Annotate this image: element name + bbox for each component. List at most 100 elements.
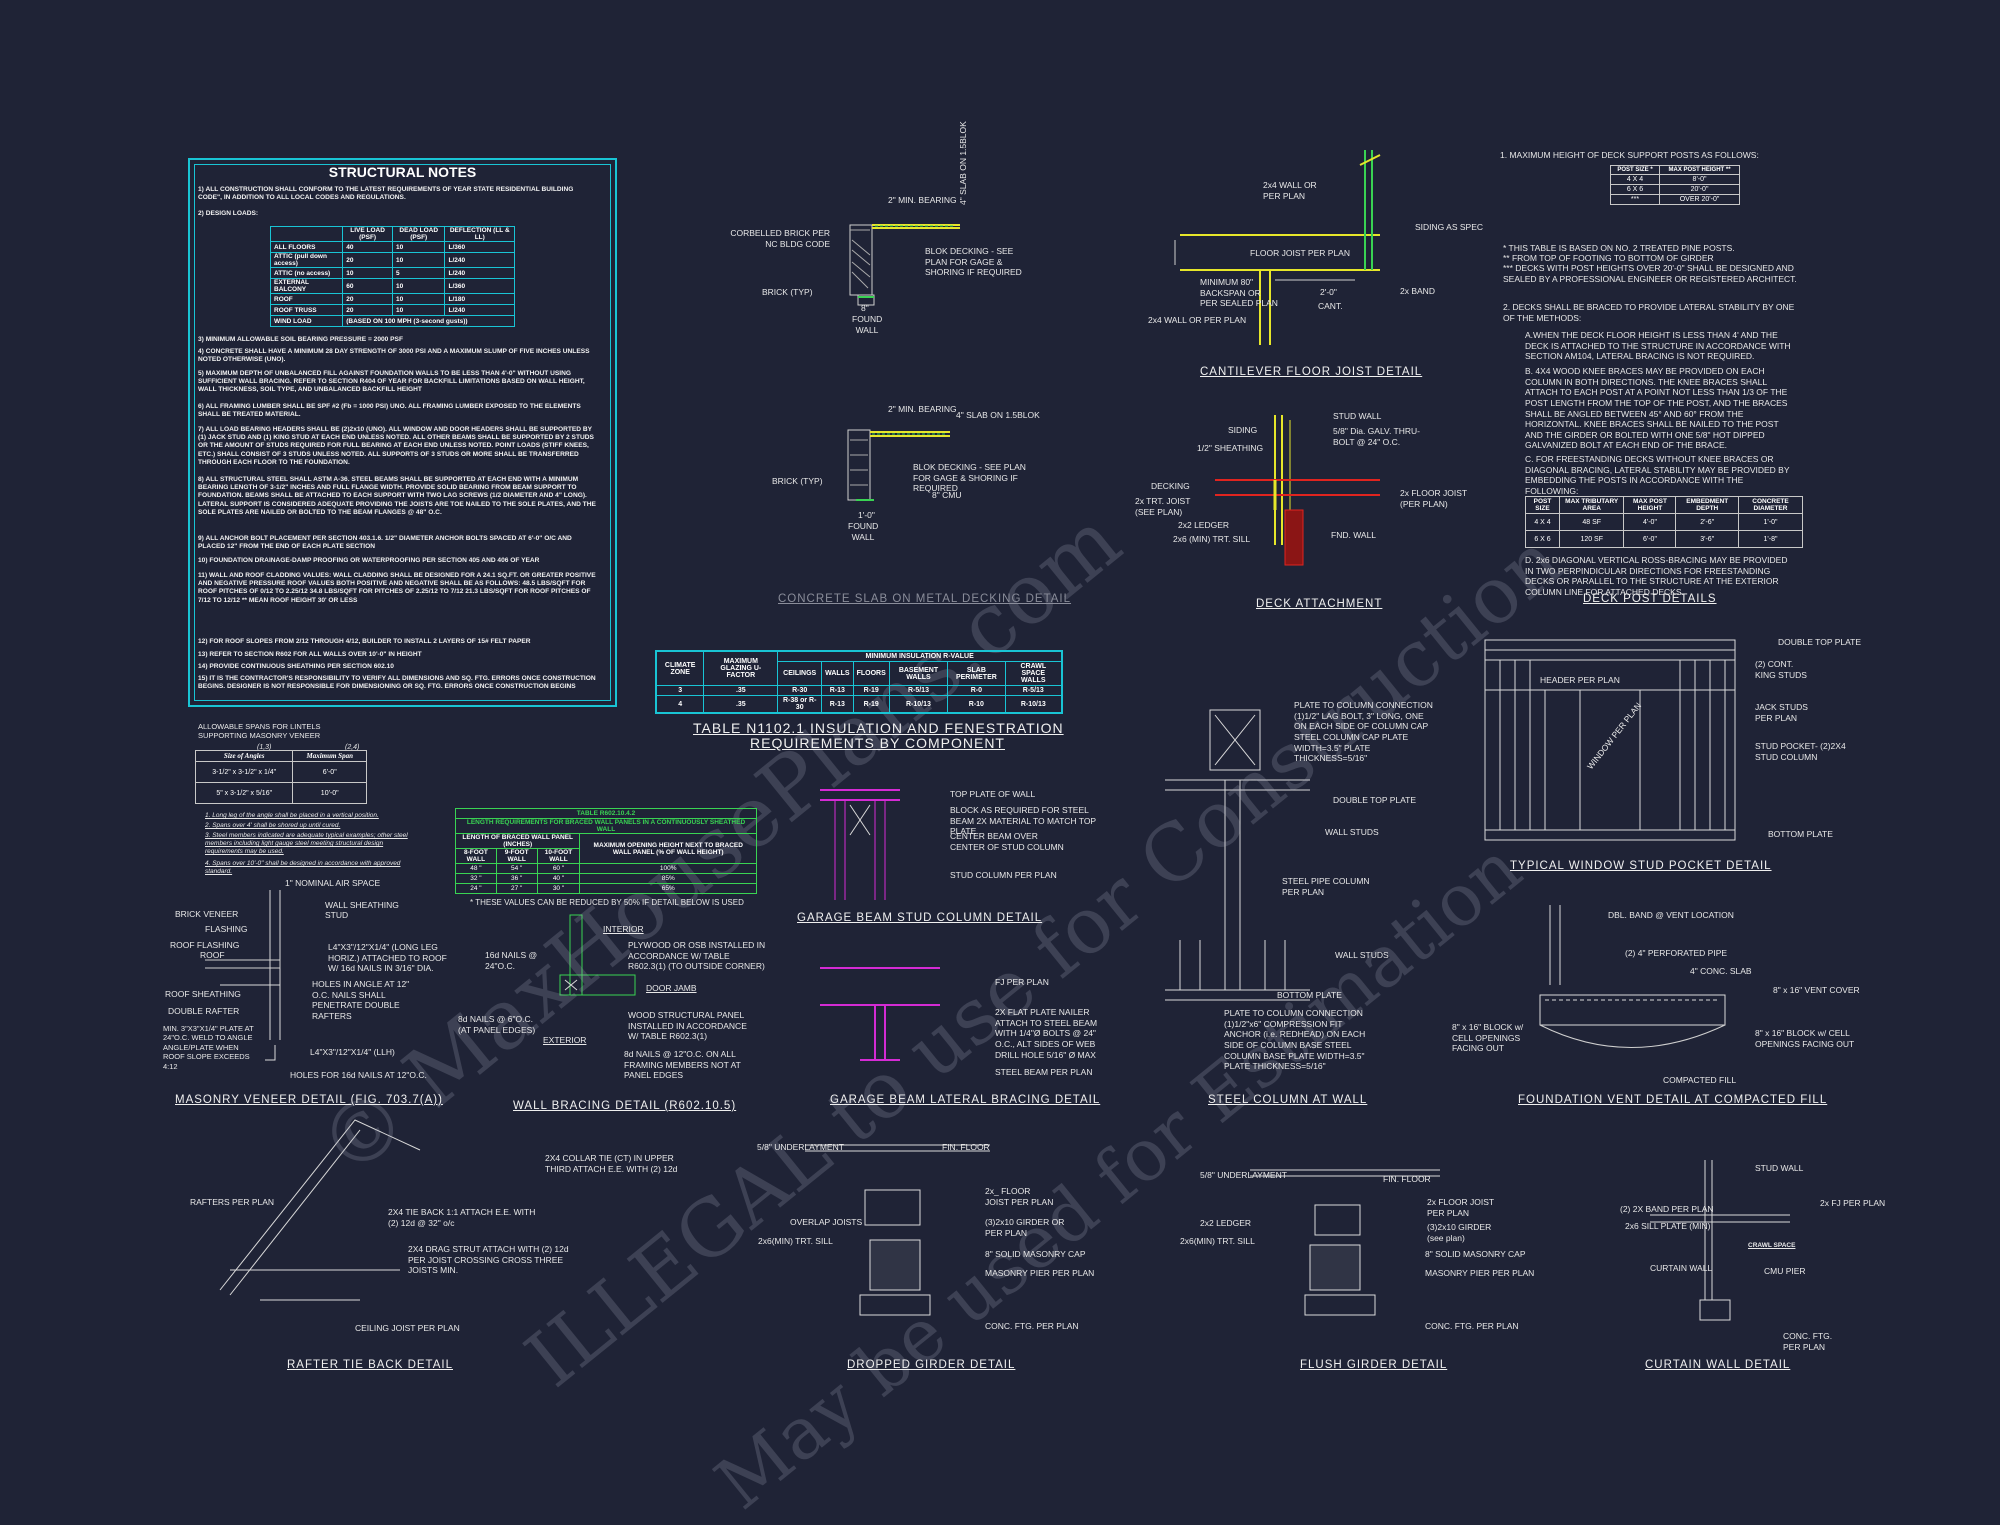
lbl-cant-wall: 2x4 WALL OR PER PLAN (1263, 180, 1317, 201)
lbl-wood-panel: WOOD STRUCTURAL PANEL INSTALLED IN ACCOR… (628, 1010, 747, 1042)
window-stud-title: TYPICAL WINDOW STUD POCKET DETAIL (1510, 860, 1772, 872)
lbl-stud: STUD (325, 910, 349, 920)
wall-bracing-detail (559, 914, 636, 996)
bracing-note: * THESE VALUES CAN BE REDUCED BY 50% IF … (470, 898, 744, 907)
lbl-block-req: BLOCK AS REQUIRED FOR STEEL BEAM 2X MATE… (950, 805, 1096, 837)
lbl-corbelled: CORBELLED BRICK PER NC BLDG CODE (730, 228, 830, 249)
lbl-holes: HOLES IN ANGLE AT 12" O.C. NAILS SHALL P… (312, 979, 410, 1021)
garage-lateral-bracing-detail (820, 967, 940, 1061)
lbl-fj-per-plan-2: 2x FJ PER PLAN (1820, 1198, 1886, 1208)
lintel-foot-3: 3. Steel members indicated are adequate … (205, 832, 408, 856)
deck-foot-2: ** FROM TOP OF FOOTING TO BOTTOM OF GIRD… (1503, 253, 1714, 263)
lbl-blok-decking-2: BLOK DECKING - SEE PLAN FOR GAGE & SHORI… (913, 462, 1026, 494)
lbl-half-sheathing: 1/2" SHEATHING (1197, 443, 1264, 453)
lbl-tie-back: 2X4 TIE BACK 1:1 ATTACH E.E. WITH (2) 12… (388, 1207, 536, 1228)
lbl-vent-cover: 8" x 16" VENT COVER (1773, 985, 1860, 995)
lbl-overlap: OVERLAP JOISTS (790, 1217, 863, 1227)
lbl-cmu-pier: CMU PIER (1764, 1266, 1806, 1276)
lbl-curtain-wall: CURTAIN WALL (1650, 1263, 1713, 1273)
lbl-nailer: 2X FLAT PLATE NAILER ATTACH TO STEEL BEA… (995, 1007, 1098, 1060)
lbl-roof-flashing: ROOF FLASHING (170, 940, 240, 950)
note-15: 15) IT IS THE CONTRACTOR'S RESPONSIBILIT… (198, 675, 596, 691)
insulation-title-1: TABLE N1102.1 INSULATION AND FENESTRATIO… (693, 720, 1064, 736)
lbl-double-top: DOUBLE TOP PLATE (1778, 637, 1861, 647)
structural-notes-title: STRUCTURAL NOTES (328, 164, 477, 180)
lbl-holes16d: HOLES FOR 16d NAILS AT 12"O.C. (290, 1070, 427, 1080)
lbl-stud-wall-2: STUD WALL (1755, 1163, 1804, 1173)
curtain-wall-detail (1650, 1160, 1790, 1321)
cantilever-detail (1174, 150, 1381, 345)
deck-item-2: 2. DECKS SHALL BE BRACED TO PROVIDE LATE… (1503, 302, 1795, 323)
dropped-girder-detail (805, 1144, 990, 1316)
lbl-ledger-2: 2x2 LEDGER (1200, 1218, 1252, 1228)
lbl-drag-strut: 2X4 DRAG STRUT ATTACH WITH (2) 12d PER J… (408, 1244, 569, 1276)
note-13: 13) REFER TO SECTION R602 FOR ALL WALLS … (198, 651, 422, 658)
cantilever-title: CANTILEVER FLOOR JOIST DETAIL (1200, 366, 1423, 378)
lintel-mark-2: (2,4) (345, 744, 360, 751)
lbl-sill: 2x6 (MIN) TRT. SILL (1173, 534, 1251, 544)
lbl-one-zero: 1'-0" (858, 510, 875, 520)
lbl-girder-2: (3)2x10 GIRDER (see plan) (1427, 1222, 1492, 1243)
lbl-flashing: FLASHING (205, 924, 248, 934)
deck-item-d: D. 2x6 DIAGONAL VERTICAL ROSS-BRACING MA… (1525, 555, 1788, 597)
lbl-trt-sill-2: 2x6(MIN) TRT. SILL (1180, 1236, 1255, 1246)
lbl-plate-col-conn: PLATE TO COLUMN CONNECTION (1)1/2" LAG B… (1294, 700, 1433, 764)
lintel-foot-2: 2. Spans over 4' shall be shored up unti… (205, 822, 341, 829)
lbl-cmu8: 8" CMU (932, 490, 962, 500)
deck-foot-3: *** DECKS WITH POST HEIGHTS OVER 20'-0" … (1503, 263, 1797, 284)
garage-stud-title: GARAGE BEAM STUD COLUMN DETAIL (797, 912, 1043, 924)
lbl-band2x: 2x BAND (1400, 286, 1435, 296)
lbl-found-wall-2: FOUND WALL (848, 521, 879, 542)
bracing-table: TABLE R602.10.4.2 LENGTH REQUIREMENTS FO… (454, 808, 757, 894)
dropped-girder-title: DROPPED GIRDER DETAIL (847, 1359, 1016, 1371)
lbl-girder: (3)2x10 GIRDER OR PER PLAN (985, 1217, 1065, 1238)
lbl-blok-decking: BLOK DECKING - SEE PLAN FOR GAGE & SHORI… (925, 246, 1022, 278)
foundation-vent-title: FOUNDATION VENT DETAIL AT COMPACTED FILL (1518, 1094, 1828, 1106)
lbl-fin-floor-2: FIN. FLOOR (1383, 1174, 1431, 1184)
lbl-double-rafter: DOUBLE RAFTER (168, 1006, 240, 1016)
lbl-conc-ftg: CONC. FTG. PER PLAN (985, 1321, 1079, 1331)
lbl-center-beam: CENTER BEAM OVER CENTER OF STUD COLUMN (950, 831, 1064, 852)
concrete-slab-title: CONCRETE SLAB ON METAL DECKING DETAIL (778, 593, 1072, 605)
lbl-floor-joist-2: 2x FLOOR JOIST (PER PLAN) (1400, 488, 1467, 509)
lbl-exterior: EXTERIOR (543, 1035, 587, 1045)
deck-post-title: DECK POST DETAILS (1583, 593, 1717, 605)
lbl-cont-king: (2) CONT. KING STUDS (1755, 659, 1807, 680)
lbl-compacted: COMPACTED FILL (1663, 1075, 1737, 1085)
lbl-top-plate-wall: TOP PLATE OF WALL (950, 789, 1036, 799)
insulation-title-2: REQUIREMENTS BY COMPONENT (750, 735, 1005, 751)
lbl-plywood: PLYWOOD OR OSB INSTALLED IN ACCORDANCE W… (628, 940, 766, 972)
lbl-trt-joist: 2x TRT. JOIST (SEE PLAN) (1135, 496, 1191, 517)
lbl-decking: DECKING (1151, 481, 1190, 491)
lbl-nails8d-2: 8d NAILS @ 12"O.C. ON ALL FRAMING MEMBER… (624, 1049, 741, 1081)
note-10: 10) FOUNDATION DRAINAGE-DAMP PROOFING OR… (198, 557, 540, 564)
lbl-crawl-space: CRAWL SPACE (1748, 1242, 1796, 1249)
lbl-siding-spec: SIDING AS SPEC (1415, 222, 1484, 232)
lbl-siding: SIDING (1228, 425, 1258, 435)
lbl-eight: 8" (861, 303, 869, 313)
lbl-slab-on-2: 4" SLAB ON 1.5BLOK (956, 410, 1040, 420)
lbl-fin-floor: FIN. FLOOR (942, 1142, 990, 1152)
lbl-roof-sheathing: ROOF SHEATHING (165, 989, 241, 999)
steel-column-title: STEEL COLUMN AT WALL (1208, 1094, 1368, 1106)
lbl-stud-wall: STUD WALL (1333, 411, 1382, 421)
lbl-nails8d: 8d NAILS @ 6"O.C. (AT PANEL EDGES) (458, 1014, 536, 1035)
lbl-ledger: 2x2 LEDGER (1178, 520, 1230, 530)
lbl-cant-wall-2: 2x4 WALL OR PER PLAN (1148, 315, 1247, 325)
window-stud-pocket-detail (1484, 639, 1736, 841)
concrete-slab-detail-2 (847, 429, 950, 501)
lbl-masonry-pier: MASONRY PIER PER PLAN (985, 1268, 1095, 1278)
lbl-fj-per-plan: FJ PER PLAN (995, 977, 1049, 987)
lbl-llh: L4"X3"/12"X1/4" (LLH) (310, 1047, 395, 1057)
lintel-caption-1: ALLOWABLE SPANS FOR LINTELS (198, 722, 321, 731)
lbl-collar-tie: 2X4 COLLAR TIE (CT) IN UPPER THIRD ATTAC… (545, 1153, 678, 1174)
structural-notes-panel: STRUCTURAL NOTES 1) ALL CONSTRUCTION SHA… (188, 158, 617, 707)
lbl-masonry-cap-2: 8" SOLID MASONRY CAP (1425, 1249, 1526, 1259)
lbl-brick-veneer: BRICK VENEER (175, 909, 239, 919)
note-11: 11) WALL AND ROOF CLADDING VALUES: WALL … (198, 572, 596, 604)
lbl-wall-sheathing: WALL SHEATHING (325, 900, 399, 910)
